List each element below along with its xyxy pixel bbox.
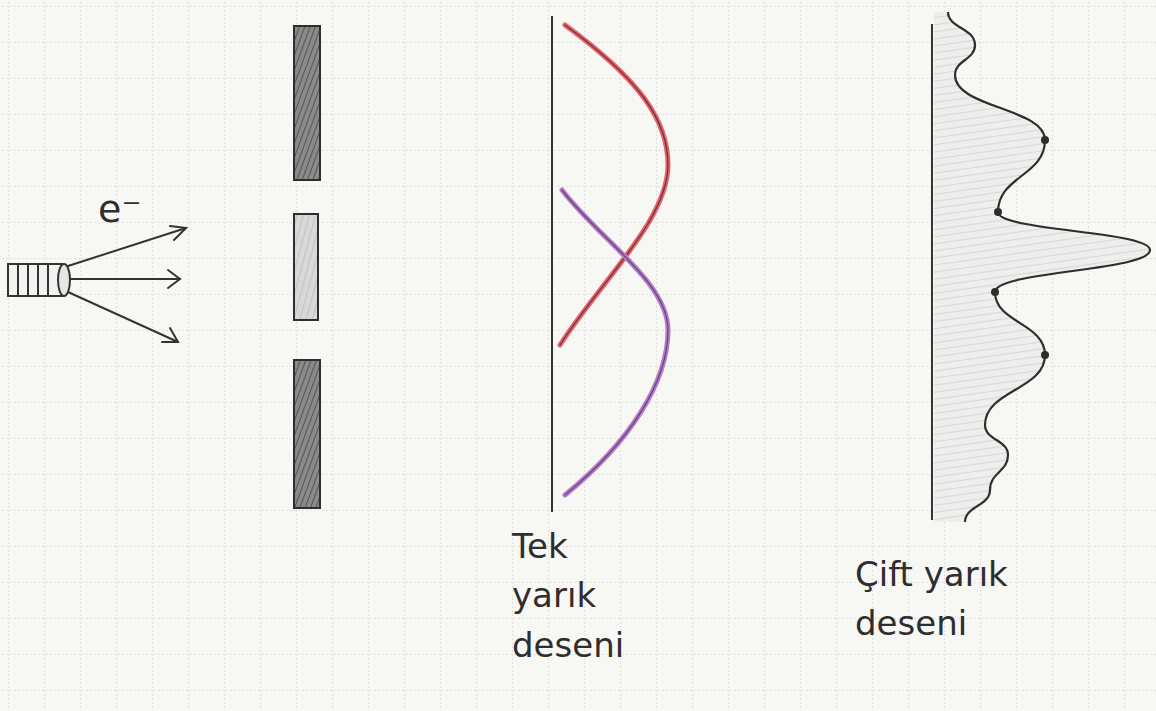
screen-line (931, 24, 933, 520)
pattern-caption: Tek yarık deseni (512, 522, 637, 670)
electron-gun (8, 264, 70, 296)
arrowhead (168, 270, 180, 288)
barrier-top (294, 26, 320, 180)
gun-stripe (37, 264, 39, 296)
barrier-middle (294, 214, 318, 320)
electron-arrows (68, 226, 186, 342)
barrier-bottom (294, 360, 320, 508)
dot (991, 288, 999, 296)
gun-body (8, 264, 62, 296)
electron-ray (68, 228, 186, 266)
pattern-fill (934, 12, 1150, 522)
slit-barrier (294, 26, 320, 508)
electron-ray (68, 292, 178, 342)
dot (994, 208, 1002, 216)
electron-label: e⁻ (98, 182, 188, 237)
single-slit-curves (560, 25, 668, 495)
screen-line (551, 16, 553, 512)
red-curve (560, 25, 668, 345)
arrowhead (170, 226, 186, 240)
gun-stripe (17, 264, 19, 296)
red-curve-line (560, 25, 668, 345)
pattern-caption: Çift yarık deseni (855, 550, 1130, 649)
arrowhead (162, 328, 178, 342)
double-slit-curve (948, 12, 1150, 522)
purple-curve-line (562, 190, 668, 495)
purple-curve (562, 190, 668, 495)
extremum-dots (991, 136, 1049, 359)
gun-stripe (47, 264, 49, 296)
dot (1041, 351, 1049, 359)
dot (1041, 136, 1049, 144)
gun-stripe (27, 264, 29, 296)
electron-ray (70, 278, 180, 280)
